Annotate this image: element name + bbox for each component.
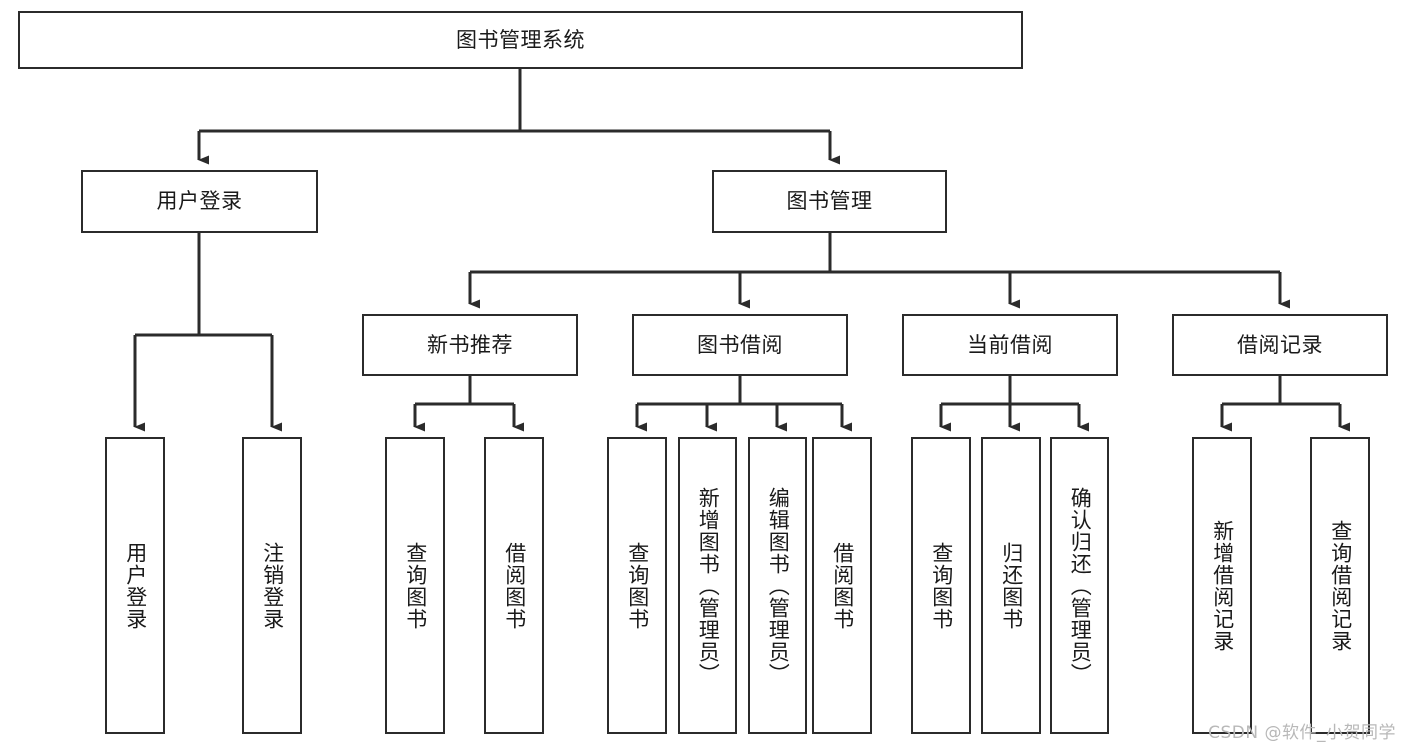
- node-book-management[interactable]: 图书管理: [712, 170, 947, 233]
- leaf-newbook-borrow-book[interactable]: 借阅图书: [484, 437, 544, 734]
- edges-borrow-to-leaves: [635, 376, 852, 432]
- node-book-management-label: 图书管理: [786, 189, 873, 214]
- leaf-records-query-record[interactable]: 查询借阅记录: [1310, 437, 1370, 734]
- leaf-newbook-query-book-label: 查询图书: [403, 541, 428, 630]
- leaf-borrow-edit-book-admin-label: 编辑图书（管理员）: [766, 486, 791, 685]
- node-current-borrow-label: 当前借阅: [967, 332, 1053, 357]
- leaf-user-logout-label: 注销登录: [260, 541, 285, 630]
- leaf-newbook-borrow-book-label: 借阅图书: [502, 541, 527, 630]
- leaf-records-add-record-label: 新增借阅记录: [1210, 519, 1235, 652]
- leaf-borrow-add-book-admin[interactable]: 新增图书（管理员）: [678, 437, 737, 734]
- edges-current-to-leaves: [939, 376, 1089, 432]
- csdn-watermark: CSDN @软件_小贺同学: [1208, 723, 1396, 743]
- node-root[interactable]: 图书管理系统: [18, 11, 1023, 69]
- node-book-borrow-label: 图书借阅: [697, 332, 783, 357]
- node-current-borrow[interactable]: 当前借阅: [902, 314, 1118, 376]
- leaf-borrow-add-book-admin-label: 新增图书（管理员）: [696, 486, 721, 685]
- leaf-borrow-lend-book[interactable]: 借阅图书: [812, 437, 872, 734]
- leaf-current-return-book[interactable]: 归还图书: [981, 437, 1041, 734]
- edges-bookmgmt-to-level3: [468, 233, 1290, 309]
- leaf-borrow-edit-book-admin[interactable]: 编辑图书（管理员）: [748, 437, 807, 734]
- edges-records-to-leaves: [1220, 376, 1350, 432]
- leaf-user-login-label: 用户登录: [123, 541, 148, 630]
- node-borrow-records[interactable]: 借阅记录: [1172, 314, 1388, 376]
- leaf-user-logout[interactable]: 注销登录: [242, 437, 302, 734]
- node-new-book-recommend-label: 新书推荐: [427, 332, 513, 357]
- leaf-current-query-book-label: 查询图书: [929, 541, 954, 630]
- node-root-label: 图书管理系统: [456, 27, 585, 52]
- leaf-current-query-book[interactable]: 查询图书: [911, 437, 971, 734]
- leaf-newbook-query-book[interactable]: 查询图书: [385, 437, 445, 734]
- leaf-borrow-lend-book-label: 借阅图书: [830, 541, 855, 630]
- edges-login-to-leaves: [133, 233, 282, 432]
- node-user-login-label: 用户登录: [156, 189, 243, 214]
- leaf-borrow-query-book[interactable]: 查询图书: [607, 437, 667, 734]
- edges-root-to-level2: [197, 69, 840, 165]
- leaf-current-confirm-return-admin-label: 确认归还（管理员）: [1068, 486, 1093, 685]
- node-borrow-records-label: 借阅记录: [1237, 332, 1323, 357]
- edges-newbook-to-leaves: [413, 376, 524, 432]
- node-book-borrow[interactable]: 图书借阅: [632, 314, 848, 376]
- node-user-login[interactable]: 用户登录: [81, 170, 318, 233]
- leaf-current-confirm-return-admin[interactable]: 确认归还（管理员）: [1050, 437, 1109, 734]
- node-new-book-recommend[interactable]: 新书推荐: [362, 314, 578, 376]
- leaf-user-login[interactable]: 用户登录: [105, 437, 165, 734]
- leaf-records-add-record[interactable]: 新增借阅记录: [1192, 437, 1252, 734]
- leaf-current-return-book-label: 归还图书: [999, 541, 1024, 630]
- leaf-records-query-record-label: 查询借阅记录: [1328, 519, 1353, 652]
- leaf-borrow-query-book-label: 查询图书: [625, 541, 650, 630]
